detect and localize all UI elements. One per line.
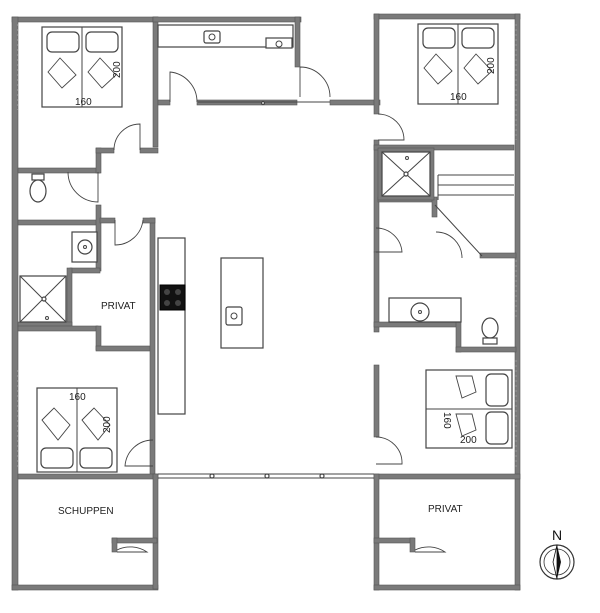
room-label-privat-left: PRIVAT bbox=[101, 301, 136, 312]
bed-right-mid-width: 160 bbox=[441, 412, 452, 429]
kitchen-counter-top bbox=[157, 24, 294, 49]
room-label-privat-right: PRIVAT bbox=[428, 504, 463, 515]
bed-top-right bbox=[417, 23, 499, 105]
shower-right bbox=[377, 147, 435, 201]
kitchen-island bbox=[220, 257, 264, 349]
living-area-outline bbox=[158, 100, 374, 479]
bed-top-right-length: 200 bbox=[486, 57, 497, 74]
bed-top-left bbox=[41, 26, 123, 108]
bed-bottom-left-width: 160 bbox=[69, 392, 86, 403]
doors bbox=[67, 66, 463, 553]
bed-top-right-width: 160 bbox=[450, 92, 467, 103]
bed-right-mid bbox=[425, 369, 513, 449]
bed-bottom-left-length: 200 bbox=[102, 416, 113, 433]
toilet-right bbox=[481, 317, 499, 345]
compass-north-label: N bbox=[552, 527, 562, 543]
toilet-left bbox=[29, 173, 47, 203]
bed-top-left-length: 200 bbox=[112, 61, 123, 78]
bed-bottom-left bbox=[36, 387, 118, 473]
outer-dashed-lines bbox=[17, 24, 517, 470]
walls bbox=[11, 13, 521, 591]
compass-icon bbox=[539, 544, 575, 580]
sink-left bbox=[71, 231, 98, 263]
kitchen-counter-side bbox=[157, 237, 186, 415]
shower-left bbox=[19, 275, 67, 323]
staircase bbox=[434, 174, 514, 257]
bed-right-mid-length: 200 bbox=[460, 435, 477, 446]
sink-right bbox=[388, 297, 462, 323]
bed-top-left-width: 160 bbox=[75, 97, 92, 108]
room-label-schuppen: SCHUPPEN bbox=[58, 506, 114, 517]
